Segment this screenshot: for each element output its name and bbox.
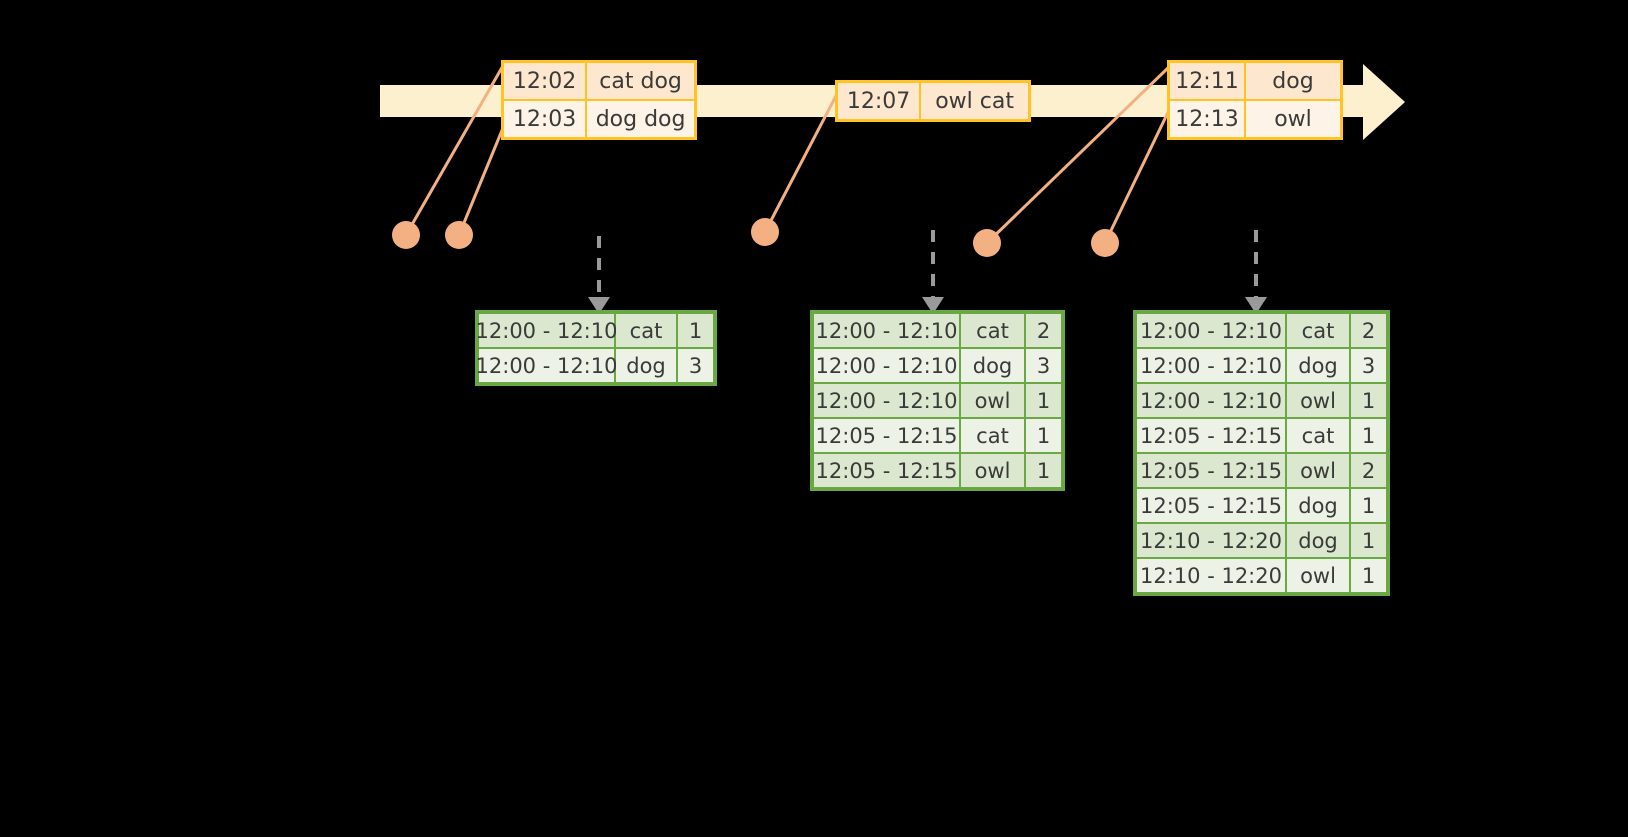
event-dot-1[interactable] [392,221,420,249]
event-value: dog dog [587,101,694,137]
cell-count: 1 [1351,559,1386,592]
cell-window: 12:10 - 12:20 [1137,524,1285,557]
cell-key: dog [1287,524,1349,557]
cell-count: 1 [1026,419,1061,452]
cell-key: owl [1287,559,1349,592]
event-time: 12:13 [1170,101,1246,137]
timeline-arrowhead-icon [1363,64,1405,140]
event-time: 12:02 [504,63,588,99]
event-dot-5[interactable] [1091,229,1119,257]
cell-key: dog [1287,349,1349,382]
cell-window: 12:05 - 12:15 [1137,454,1285,487]
connector-line-5 [1103,103,1174,244]
cell-key: owl [961,384,1024,417]
cell-window: 12:00 - 12:10 [1137,349,1285,382]
arrow-shaft [597,236,601,298]
cell-key: cat [961,314,1024,347]
cell-key: owl [1287,384,1349,417]
event-box-2[interactable]: 12:07 owl cat [835,80,1031,122]
cell-key: owl [1287,454,1349,487]
cell-key: dog [961,349,1024,382]
cell-count: 3 [1026,349,1061,382]
cell-window: 12:00 - 12:10 [1137,384,1285,417]
cell-count: 2 [1351,454,1386,487]
cell-key: cat [961,419,1024,452]
cell-window: 12:05 - 12:15 [814,419,959,452]
cell-count: 1 [1351,524,1386,557]
cell-count: 3 [678,349,713,382]
flow-arrow-3 [1245,230,1267,314]
cell-key: cat [1287,419,1349,452]
arrow-shaft [931,230,935,298]
cell-window: 12:10 - 12:20 [1137,559,1285,592]
cell-window: 12:05 - 12:15 [814,454,959,487]
arrow-shaft [1254,230,1258,298]
cell-count: 1 [678,314,713,347]
event-row: 12:13 owl [1170,99,1340,137]
cell-window: 12:00 - 12:10 [814,384,959,417]
event-value: owl cat [921,83,1028,119]
event-row: 12:11 dog [1170,63,1340,99]
cell-count: 1 [1026,384,1061,417]
flow-arrow-2 [922,230,944,314]
event-dot-3[interactable] [751,218,779,246]
cell-window: 12:00 - 12:10 [476,349,617,382]
cell-count: 2 [1026,314,1061,347]
event-time: 12:11 [1170,63,1246,99]
event-value: owl [1246,101,1340,137]
cell-count: 1 [1026,454,1061,487]
event-dot-2[interactable] [445,221,473,249]
flow-arrow-1 [588,236,610,314]
cell-window: 12:00 - 12:10 [1137,314,1285,347]
cell-key: dog [616,349,676,382]
cell-count: 1 [1351,384,1386,417]
cell-count: 2 [1351,314,1386,347]
event-time: 12:07 [838,83,922,119]
event-value: cat dog [587,63,694,99]
arrow-head-icon [1245,297,1267,314]
event-value: dog [1246,63,1340,99]
event-row: 12:07 owl cat [838,83,1028,119]
arrow-head-icon [922,297,944,314]
cell-window: 12:00 - 12:10 [476,314,617,347]
cell-window: 12:00 - 12:10 [814,349,959,382]
cell-window: 12:00 - 12:10 [814,314,959,347]
cell-key: cat [616,314,676,347]
event-dot-4[interactable] [973,229,1001,257]
cell-key: cat [1287,314,1349,347]
cell-key: dog [1287,489,1349,522]
cell-window: 12:05 - 12:15 [1137,419,1285,452]
arrow-head-icon [588,297,610,314]
cell-window: 12:05 - 12:15 [1137,489,1285,522]
event-row: 12:02 cat dog [504,63,694,99]
cell-key: owl [961,454,1024,487]
event-time: 12:03 [504,101,588,137]
cell-count: 1 [1351,419,1386,452]
cell-count: 1 [1351,489,1386,522]
event-box-1[interactable]: 12:02 cat dog 12:03 dog dog [501,60,697,140]
event-row: 12:03 dog dog [504,99,694,137]
cell-count: 3 [1351,349,1386,382]
event-box-3[interactable]: 12:11 dog 12:13 owl [1167,60,1343,140]
